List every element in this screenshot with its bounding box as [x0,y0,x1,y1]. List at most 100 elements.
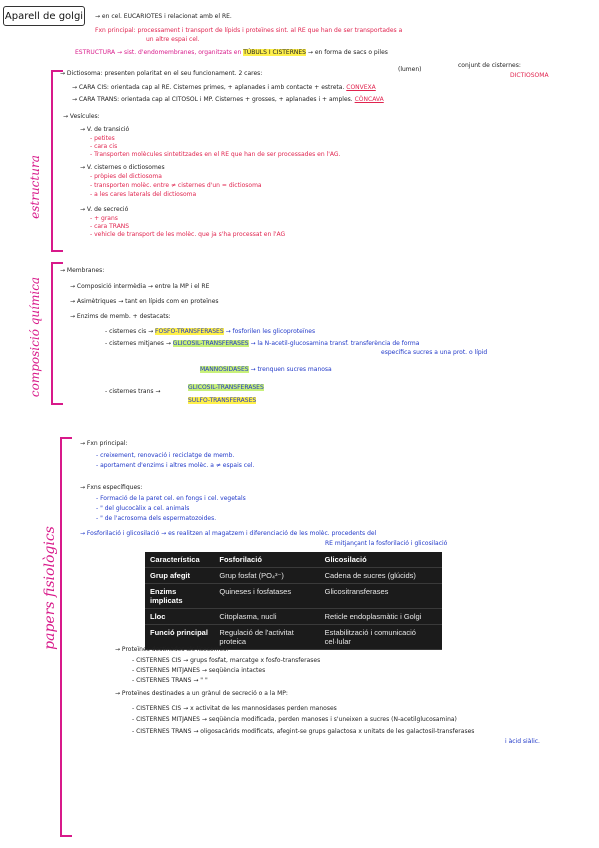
fosforilacio-line: → Fosforilació i glicosilació → es reali… [80,530,376,537]
comparison-table: Característica Fosforilació Glicosilació… [145,552,442,650]
cisternes-mitjanes-result-2: específica sucres a una prot. o lípid [381,349,488,356]
v-secrecio-a: - + grans [90,215,118,222]
table-cell: Citoplasma, nucli [214,608,320,625]
lisosomes-1: - CISTERNES CIS → grups fosfat, marcatge… [132,657,321,664]
membranes-2: → Asimètriques → tant en lípids com en p… [70,298,219,305]
table-cell: Quineses i fosfatases [214,583,320,609]
fosforilacio-line-2: RE mitjançant la fosforilació i glicosil… [325,540,448,547]
v-secrecio: → V. de secreció [80,206,129,213]
intro-tubuls: TÚBULS I CISTERNES [243,49,306,56]
proteines-lisosomes-heading: → Proteïnes destinades als lisosomes: [115,646,229,653]
intro-fxn-label: Fxn principal: [95,27,136,34]
membranes-3: → Enzims de memb. + destacats: [70,313,171,320]
intro-estructura: ESTRUCTURA → sist. d'endomembranes, orga… [75,49,242,56]
cisternes-mitjanes-result: → la N-acetil-glucosamina transf. transf… [250,340,420,347]
cisternes-mitjanes: - cisternes mitjanes → GLICOSIL-TRANSFER… [105,340,419,347]
mannosidases: MANNOSIDASES → trenquen sucres manosa [200,366,332,373]
papers-bar [60,437,62,837]
cisternes-cis: - cisternes cis → FOSFO-TRANSFERASES → f… [105,328,315,335]
fxns-especifiques-heading: → Fxns específiques: [80,484,143,491]
intro-line-1: → en cel. EUCARIOTES i relacionat amb el… [95,13,232,20]
lisosomes-3: - CISTERNES TRANS → " " [132,677,208,684]
table-header-row: Característica Fosforilació Glicosilació [145,552,442,568]
v-transicio-a: - petites [90,135,115,142]
cara-cis-text: → CARA CIS: orientada cap al RE. Cistern… [72,84,345,91]
cara-cis-convexa: CONVEXA [346,84,376,91]
cisternes-cis-label: - cisternes cis → [105,328,154,335]
intro-sacs: → en forma de sacs o piles [307,49,388,56]
v-transicio-c: - Transporten molècules sintetitzades en… [90,151,341,158]
membranes-heading: → Membranes: [60,267,105,274]
fxn-principal-heading: → Fxn principal: [80,440,128,447]
intro-line-2: Fxn principal: processament i transport … [95,27,402,34]
composicio-bar-bottom [53,403,63,405]
table-cell: Reticle endoplasmàtic i Golgi [319,608,442,625]
fosforilacio-text: → Fosforilació i glicosilació → es reali… [80,530,377,537]
table-cell: Estabilització i comunicació cel·lular [319,624,442,650]
side-label-composicio: composició química [28,276,42,398]
fxns-especifiques-2: - " del glucocàlix a cel. animals [96,505,190,512]
fxns-especifiques-1: - Formació de la paret cel. en fongs i c… [96,495,246,502]
cisternes-trans-label: - cisternes trans → [105,388,161,395]
v-transicio: → V. de transició [80,126,130,133]
secrecio-1: - CISTERNES CIS → x activitat de les man… [132,705,337,712]
cara-trans: → CARA TRANS: orientada cap al CITOSOL i… [72,96,384,103]
estructura-bar [51,70,53,252]
table-header: Fosforilació [214,552,320,568]
v-cisternes: → V. cisternes o dictiosomes [80,164,165,171]
intro-fxn-text: processament i transport de lípids i pro… [137,27,403,34]
table-cell: Glicositransferases [319,583,442,609]
dictiosoma-line: → Dictiosoma: presenten polaritat en el … [60,70,263,77]
papers-bar-bottom [62,835,72,837]
cara-cis: → CARA CIS: orientada cap al RE. Cistern… [72,84,376,91]
table-cell: Enzims implicats [145,583,215,609]
table-cell: Lloc [145,608,215,625]
fxn-principal-1: - creixement, renovació i reciclatge de … [96,452,235,459]
table-cell: Grup afegit [145,567,215,584]
proteines-secrecio-heading: → Proteïnes destinades a un grànul de se… [115,690,288,697]
papers-bar-top [62,437,72,439]
intro-line-2c: un altre espai cel. [146,36,200,43]
cisternes-cis-enzyme: FOSFO-TRANSFERASES [155,328,224,335]
fxn-principal-2: - aportament d'enzims i altres molèc. a … [96,462,255,469]
side-label-estructura: estructura [28,155,42,219]
table-row: Lloc Citoplasma, nucli Reticle endoplasm… [145,608,442,625]
table-header: Característica [145,552,215,568]
v-secrecio-b: - cara TRANS [90,223,130,230]
v-secrecio-c: - vehicle de transport de les molèc. que… [90,231,286,238]
mannosidases-enzyme: MANNOSIDASES [200,366,249,373]
table-cell: Funció principal [145,624,215,650]
trans-enzyme-2: SULFO-TRANSFERASES [188,397,257,404]
secrecio-2: - CISTERNES MITJANES → seqüència modific… [132,716,457,723]
membranes-1: → Composició intermèdia → entre la MP i … [70,283,210,290]
cisternes-cis-result: → fosforilen les glicoproteïnes [225,328,316,335]
v-cisternes-b: - transporten molèc. entre ≠ cisternes d… [90,182,262,189]
table-header: Glicosilació [319,552,442,568]
table-row: Enzims implicats Quineses i fosfatases G… [145,583,442,609]
secrecio-3: - CISTERNES TRANS → oligosacàrids modifi… [132,728,475,735]
intro-conjunt: conjunt de cisternes: [458,62,521,69]
lisosomes-2: - CISTERNES MITJANES → seqüència intacte… [132,667,266,674]
estructura-bar-top [53,70,63,72]
table-cell: Cadena de sucres (glúcids) [319,567,442,584]
fxns-especifiques-3: - " de l'acrosoma dels espermatozoides. [96,515,217,522]
table-row: Funció principal Regulació de l'activita… [145,624,442,650]
cisternes-mitjanes-label: - cisternes mitjanes → [105,340,171,347]
v-transicio-b: - cara cis [90,143,118,150]
table-cell: Grup fosfat (PO₄³⁻) [214,567,320,584]
intro-line-3: ESTRUCTURA → sist. d'endomembranes, orga… [75,49,388,56]
v-cisternes-c: - a les cares laterals del dictiosoma [90,191,197,198]
table-row: Grup afegit Grup fosfat (PO₄³⁻) Cadena d… [145,567,442,584]
composicio-bar [51,262,53,405]
intro-lumen: (lumen) [398,66,422,73]
secrecio-3b: i àcid siàlic. [505,738,540,745]
cara-trans-concava: CÒNCAVA [354,96,384,103]
cisternes-mitjanes-enzyme: GLICOSIL-TRANSFERASES [172,340,249,347]
side-label-papers: papers fisiològics [42,526,58,650]
trans-enzyme-1: GLICOSIL-TRANSFERASES [188,384,264,391]
intro-dictiosoma: DICTIOSOMA [510,72,549,79]
mannosidases-result: → trenquen sucres manosa [250,366,332,373]
cara-trans-text: → CARA TRANS: orientada cap al CITOSOL i… [72,96,353,103]
v-cisternes-a: - pròpies del dictiosoma [90,173,162,180]
page-title: Aparell de golgi [3,6,85,26]
